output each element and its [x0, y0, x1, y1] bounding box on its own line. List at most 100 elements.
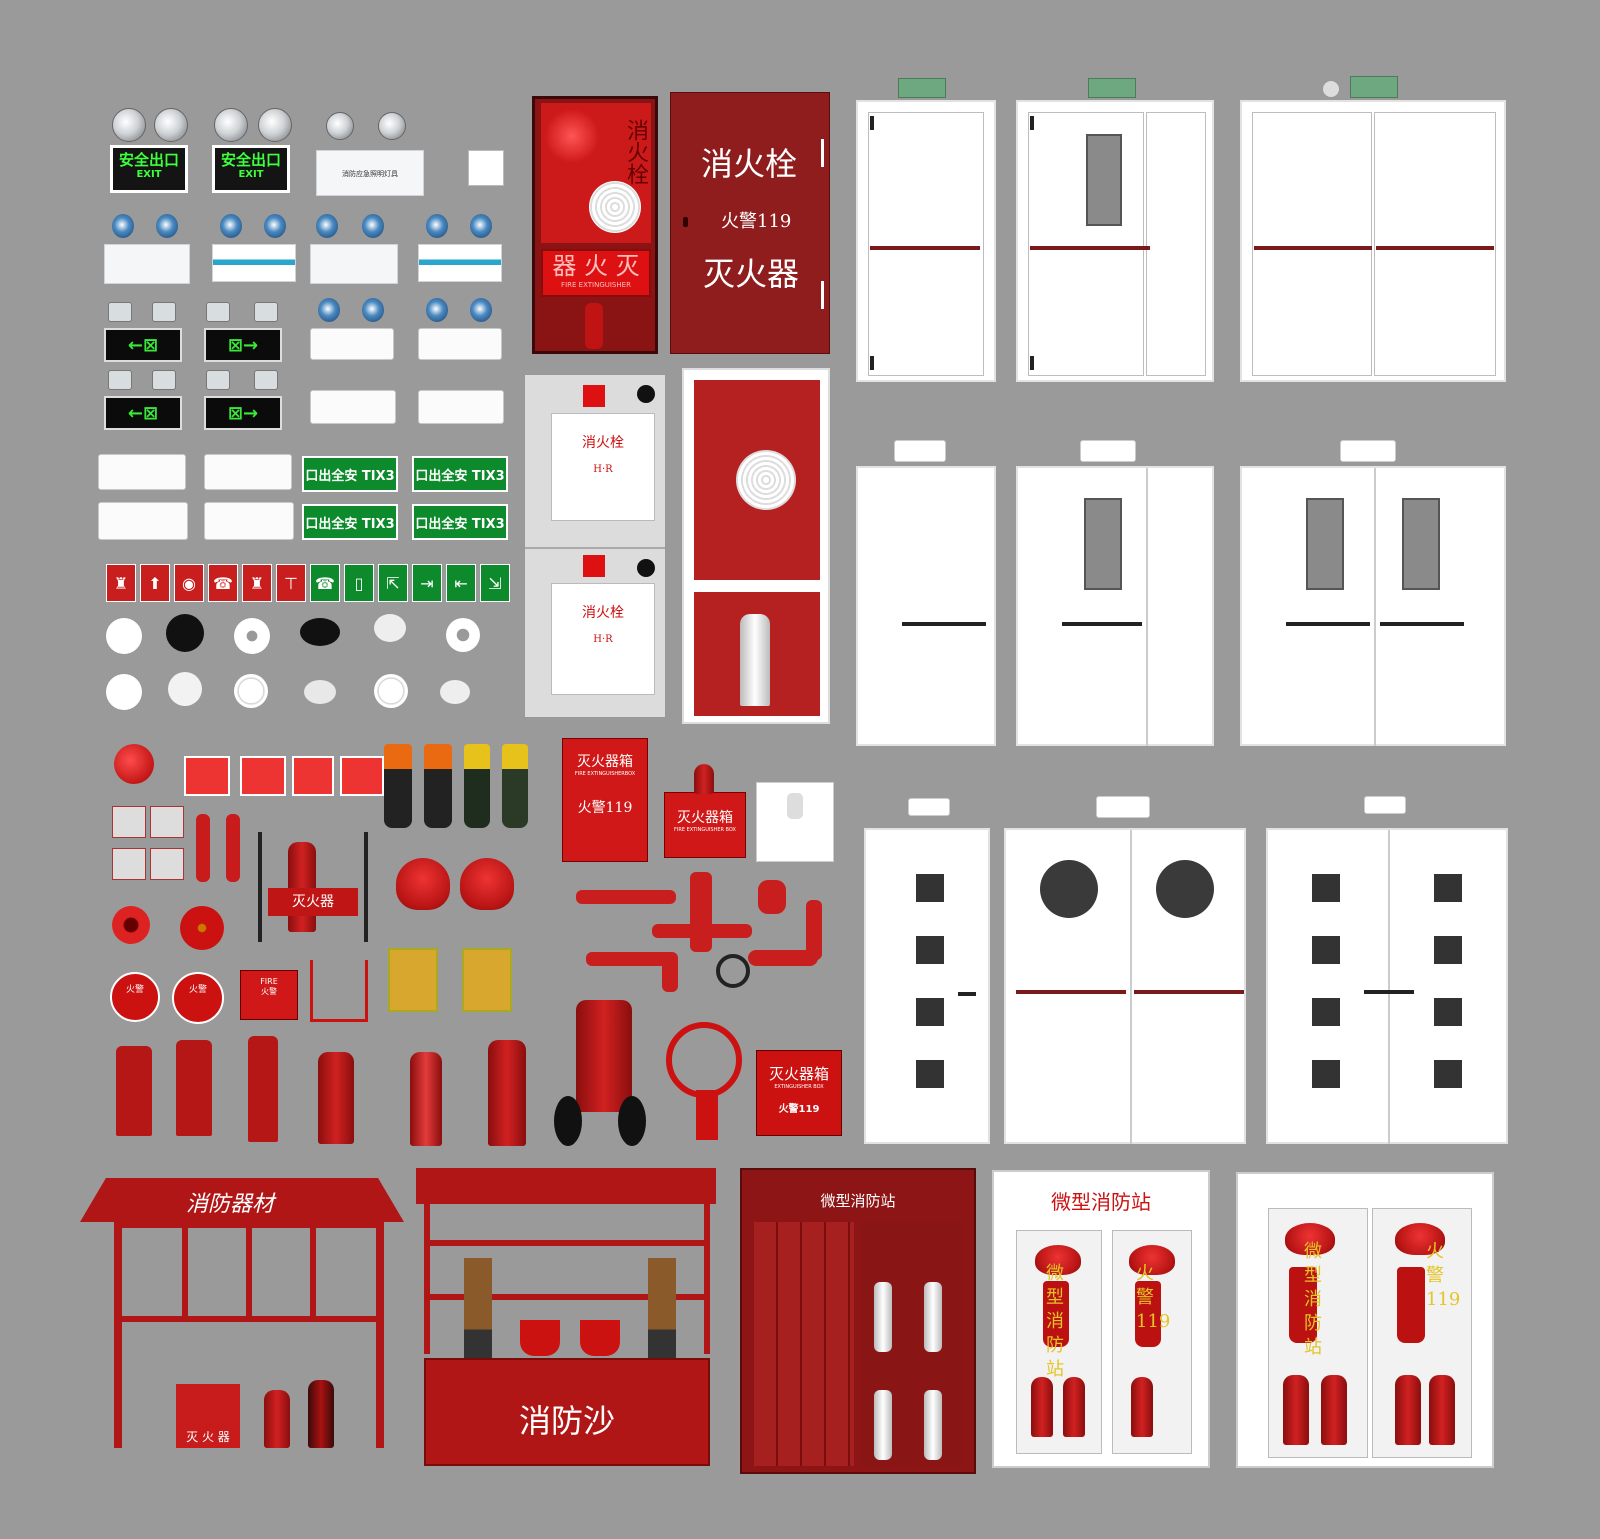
boot-icon: [384, 744, 412, 828]
shovel-icon: [464, 1258, 492, 1360]
panic-bar[interactable]: [1016, 990, 1126, 994]
hose-reel-icon: [545, 109, 599, 163]
light-panel: [104, 244, 190, 284]
green-exit-sign: 口出全安 TIX3: [302, 504, 398, 540]
floor-extinguisher-box: 灭火器箱 EXTINGUISHER BOX 火警119: [756, 1050, 842, 1136]
fire-door-double[interactable]: [1240, 100, 1506, 382]
station-title: FIRE: [260, 977, 278, 986]
extinguisher-label-en: FIRE EXTINGUISHER: [561, 281, 631, 289]
fire-door-double-squares[interactable]: [1266, 828, 1508, 1144]
hose-wheel-icon: [666, 1022, 742, 1098]
door-seam: [1146, 468, 1148, 746]
lamp-icon: [108, 302, 132, 322]
stand-post: [258, 832, 262, 942]
hydrant-icon: [116, 1046, 152, 1136]
upper-label-sub: H·R: [593, 464, 613, 475]
exit-sign: 安全出口 EXIT: [212, 145, 290, 193]
box-en: EXTINGUISHER BOX: [774, 1084, 824, 1090]
rail: [424, 1240, 710, 1246]
hydrant-cabinet-open: 消火栓 器 火 灭 FIRE EXTINGUISHER: [532, 96, 658, 354]
post: [424, 1204, 430, 1354]
lamp-icon: [152, 302, 176, 322]
door-closer: [1080, 440, 1136, 462]
fire-door-single-squares[interactable]: [864, 828, 990, 1144]
bulb-icon: [156, 214, 178, 238]
door-vent: [1434, 936, 1462, 964]
smoke-detector-icon: [446, 618, 480, 652]
fire-door-double-window[interactable]: [1016, 100, 1214, 382]
bucket-icon: [520, 1320, 560, 1356]
lever-handle[interactable]: [1286, 622, 1370, 626]
bulb-icon: [220, 214, 242, 238]
extinguisher-box-tall: 灭火器箱 FIRE EXTINGUISHERBOX 火警119: [562, 738, 648, 862]
hydrant-valve-icon: [758, 880, 786, 914]
lever-handle[interactable]: [1380, 622, 1464, 626]
lever-handle[interactable]: [1364, 990, 1414, 994]
extinguisher-icon: [740, 614, 770, 706]
lever-handle[interactable]: [958, 992, 976, 996]
wheeled-extinguisher-icon: [576, 1000, 632, 1112]
door-vent: [1312, 874, 1340, 902]
lever-handle[interactable]: [902, 622, 986, 626]
upper-label-card: 消火栓 H·R: [551, 413, 655, 521]
helmet-icon: [396, 858, 450, 910]
extinguisher-sign-icon: ♜: [242, 564, 272, 602]
door-vent: [916, 936, 944, 964]
boot-icon: [1135, 1281, 1161, 1347]
fire-door-double-round[interactable]: [1004, 828, 1246, 1144]
helmet-icon: [1285, 1223, 1335, 1255]
panel-label: 消防应急照明灯具: [316, 150, 424, 196]
hydrant-icon: [248, 1036, 278, 1142]
panic-bar[interactable]: [1134, 990, 1244, 994]
lower-label-title: 消火栓: [582, 605, 624, 621]
door-closer: [1364, 796, 1406, 814]
fire-door-single-lever[interactable]: [856, 466, 996, 746]
bracket: [310, 960, 368, 1022]
exit-sign: 安全出口 EXIT: [110, 145, 188, 193]
cabinet-title: 消火栓: [701, 145, 798, 183]
door-window: [1086, 134, 1122, 226]
exit-sign-icon: ⇥: [412, 564, 442, 602]
smoke-detector-icon: [374, 614, 406, 642]
extinguisher-icon: [787, 793, 803, 819]
door-closer: [1340, 440, 1396, 462]
manual-call-point: [184, 756, 230, 796]
exit-arrow-sign: ←⊠: [104, 396, 182, 430]
extinguisher-icon: [410, 1052, 442, 1146]
fire-door-single[interactable]: [856, 100, 996, 382]
upper-compartment: [694, 380, 820, 580]
exit-sign-icon: ⇲: [480, 564, 510, 602]
plate: [150, 806, 184, 838]
exit-sign-text: 安全出口: [118, 151, 179, 169]
door-window: [1402, 498, 1440, 590]
boot-icon: [1289, 1267, 1317, 1343]
extinguisher-box-small: 灭火器箱 FIRE EXTINGUISHER BOX: [664, 792, 746, 858]
helmet-icon: [460, 858, 514, 910]
smoke-detector-icon: [374, 674, 408, 708]
manual-call-point: [340, 756, 384, 796]
panic-bar[interactable]: [1376, 246, 1494, 250]
extinguisher-icon: [1131, 1377, 1153, 1437]
extinguisher-label-text: 器 火 灭: [552, 252, 640, 280]
exit-sign-icon: ⇱: [378, 564, 408, 602]
shelter-box-label: 灭 火 器: [186, 1430, 230, 1444]
lamp-icon: [206, 302, 230, 322]
panic-bar[interactable]: [1254, 246, 1372, 250]
bell-text: 火警: [188, 985, 207, 995]
manual-call-point: [292, 756, 334, 796]
lower-label-card: 消火栓 H·R: [551, 583, 655, 695]
smoke-detector-icon: [304, 680, 336, 704]
lamp-icon: [326, 112, 354, 140]
hydrant-cabinet-door: 消火栓 火警119 灭火器: [670, 92, 830, 354]
light-panel: [212, 244, 296, 282]
lever-handle[interactable]: [1062, 622, 1142, 626]
panic-bar[interactable]: [870, 246, 980, 250]
light-panel: [310, 328, 394, 360]
panic-bar[interactable]: [1030, 246, 1150, 250]
cabinet-subtitle: 灭火器: [703, 255, 800, 293]
fire-door-double-window-lever[interactable]: [1016, 466, 1214, 746]
lock-icon: [683, 217, 688, 227]
fire-door-double-window-lever-2[interactable]: [1240, 466, 1506, 746]
light-panel: [418, 328, 502, 360]
hinge: [1030, 356, 1034, 370]
